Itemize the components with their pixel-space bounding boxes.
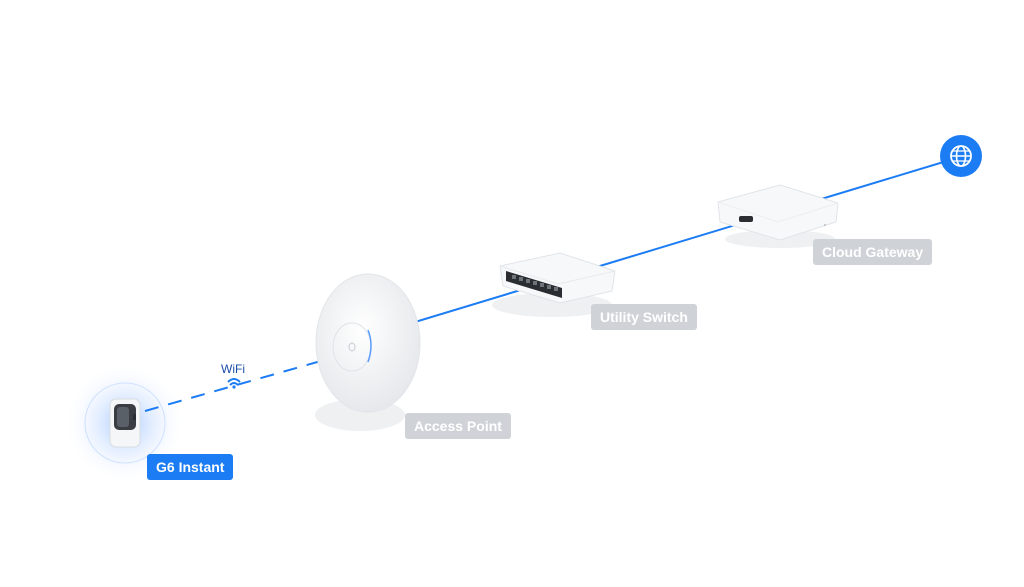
cloud-gateway-device[interactable] <box>717 184 839 248</box>
wifi-icon <box>227 378 241 389</box>
globe-icon[interactable] <box>940 135 982 177</box>
utility-switch-label[interactable]: Utility Switch <box>591 304 697 330</box>
wifi-label: WiFi <box>221 362 245 376</box>
camera-signal-ring <box>84 382 166 464</box>
wifi-link <box>144 356 336 412</box>
camera-label[interactable]: G6 Instant <box>147 454 234 480</box>
utility-switch-device[interactable] <box>492 252 616 317</box>
cloud-gateway-label[interactable]: Cloud Gateway <box>813 239 933 265</box>
camera-device[interactable] <box>109 398 141 448</box>
link-ap-to-gateway <box>371 156 961 336</box>
access-point-device[interactable] <box>315 273 421 431</box>
access-point-label[interactable]: Access Point <box>405 413 511 439</box>
